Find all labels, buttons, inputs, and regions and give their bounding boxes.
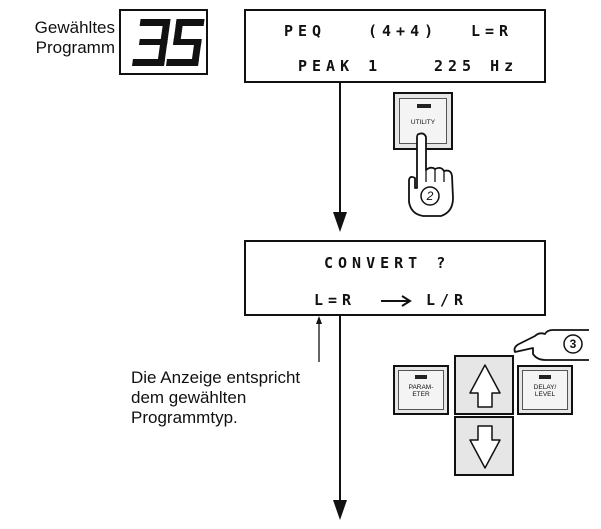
pressing-hand-icon (401, 132, 461, 222)
parameter-led-icon (415, 375, 427, 379)
lcd-convert-line2-right: L/R (426, 291, 468, 309)
delay-led-icon (539, 375, 551, 379)
annotation-pointer-head (316, 316, 322, 324)
down-button[interactable] (454, 416, 514, 476)
parameter-button[interactable]: PARAM- ETER (393, 365, 449, 415)
annotation-line3: Programmtyp. (131, 408, 331, 428)
down-triangle-icon (468, 424, 502, 470)
keypad-step-number: 3 (568, 337, 578, 351)
annotation-line2: dem gewählten (131, 388, 331, 408)
up-triangle-icon (468, 363, 502, 409)
parameter-label-2: ETER (395, 391, 447, 398)
utility-led-icon (417, 104, 431, 108)
lcd-convert-line1: CONVERT ? (324, 254, 450, 272)
lcd-convert-line2-left: L=R (314, 291, 356, 309)
arrowhead-upper (333, 212, 347, 232)
keypad-cluster: PARAM- ETER DELAY/ LEVEL 3 (393, 344, 593, 484)
parameter-label-1: PARAM- (395, 384, 447, 391)
delay-label-1: DELAY/ (519, 384, 571, 391)
lcd-display-convert: CONVERT ? L=R L/R (244, 240, 546, 316)
utility-step-number: 2 (425, 189, 435, 203)
utility-button-group: UTILITY 2 (393, 92, 465, 222)
delay-label-2: LEVEL (519, 391, 571, 398)
arrowhead-lower (333, 500, 347, 520)
annotation-text: Die Anzeige entspricht dem gewählten Pro… (131, 368, 331, 428)
pointing-hand-icon (493, 320, 593, 368)
delay-level-button[interactable]: DELAY/ LEVEL (517, 365, 573, 415)
utility-button-label: UTILITY (395, 119, 451, 126)
annotation-line1: Die Anzeige entspricht (131, 368, 331, 388)
right-arrow-icon (379, 294, 415, 308)
